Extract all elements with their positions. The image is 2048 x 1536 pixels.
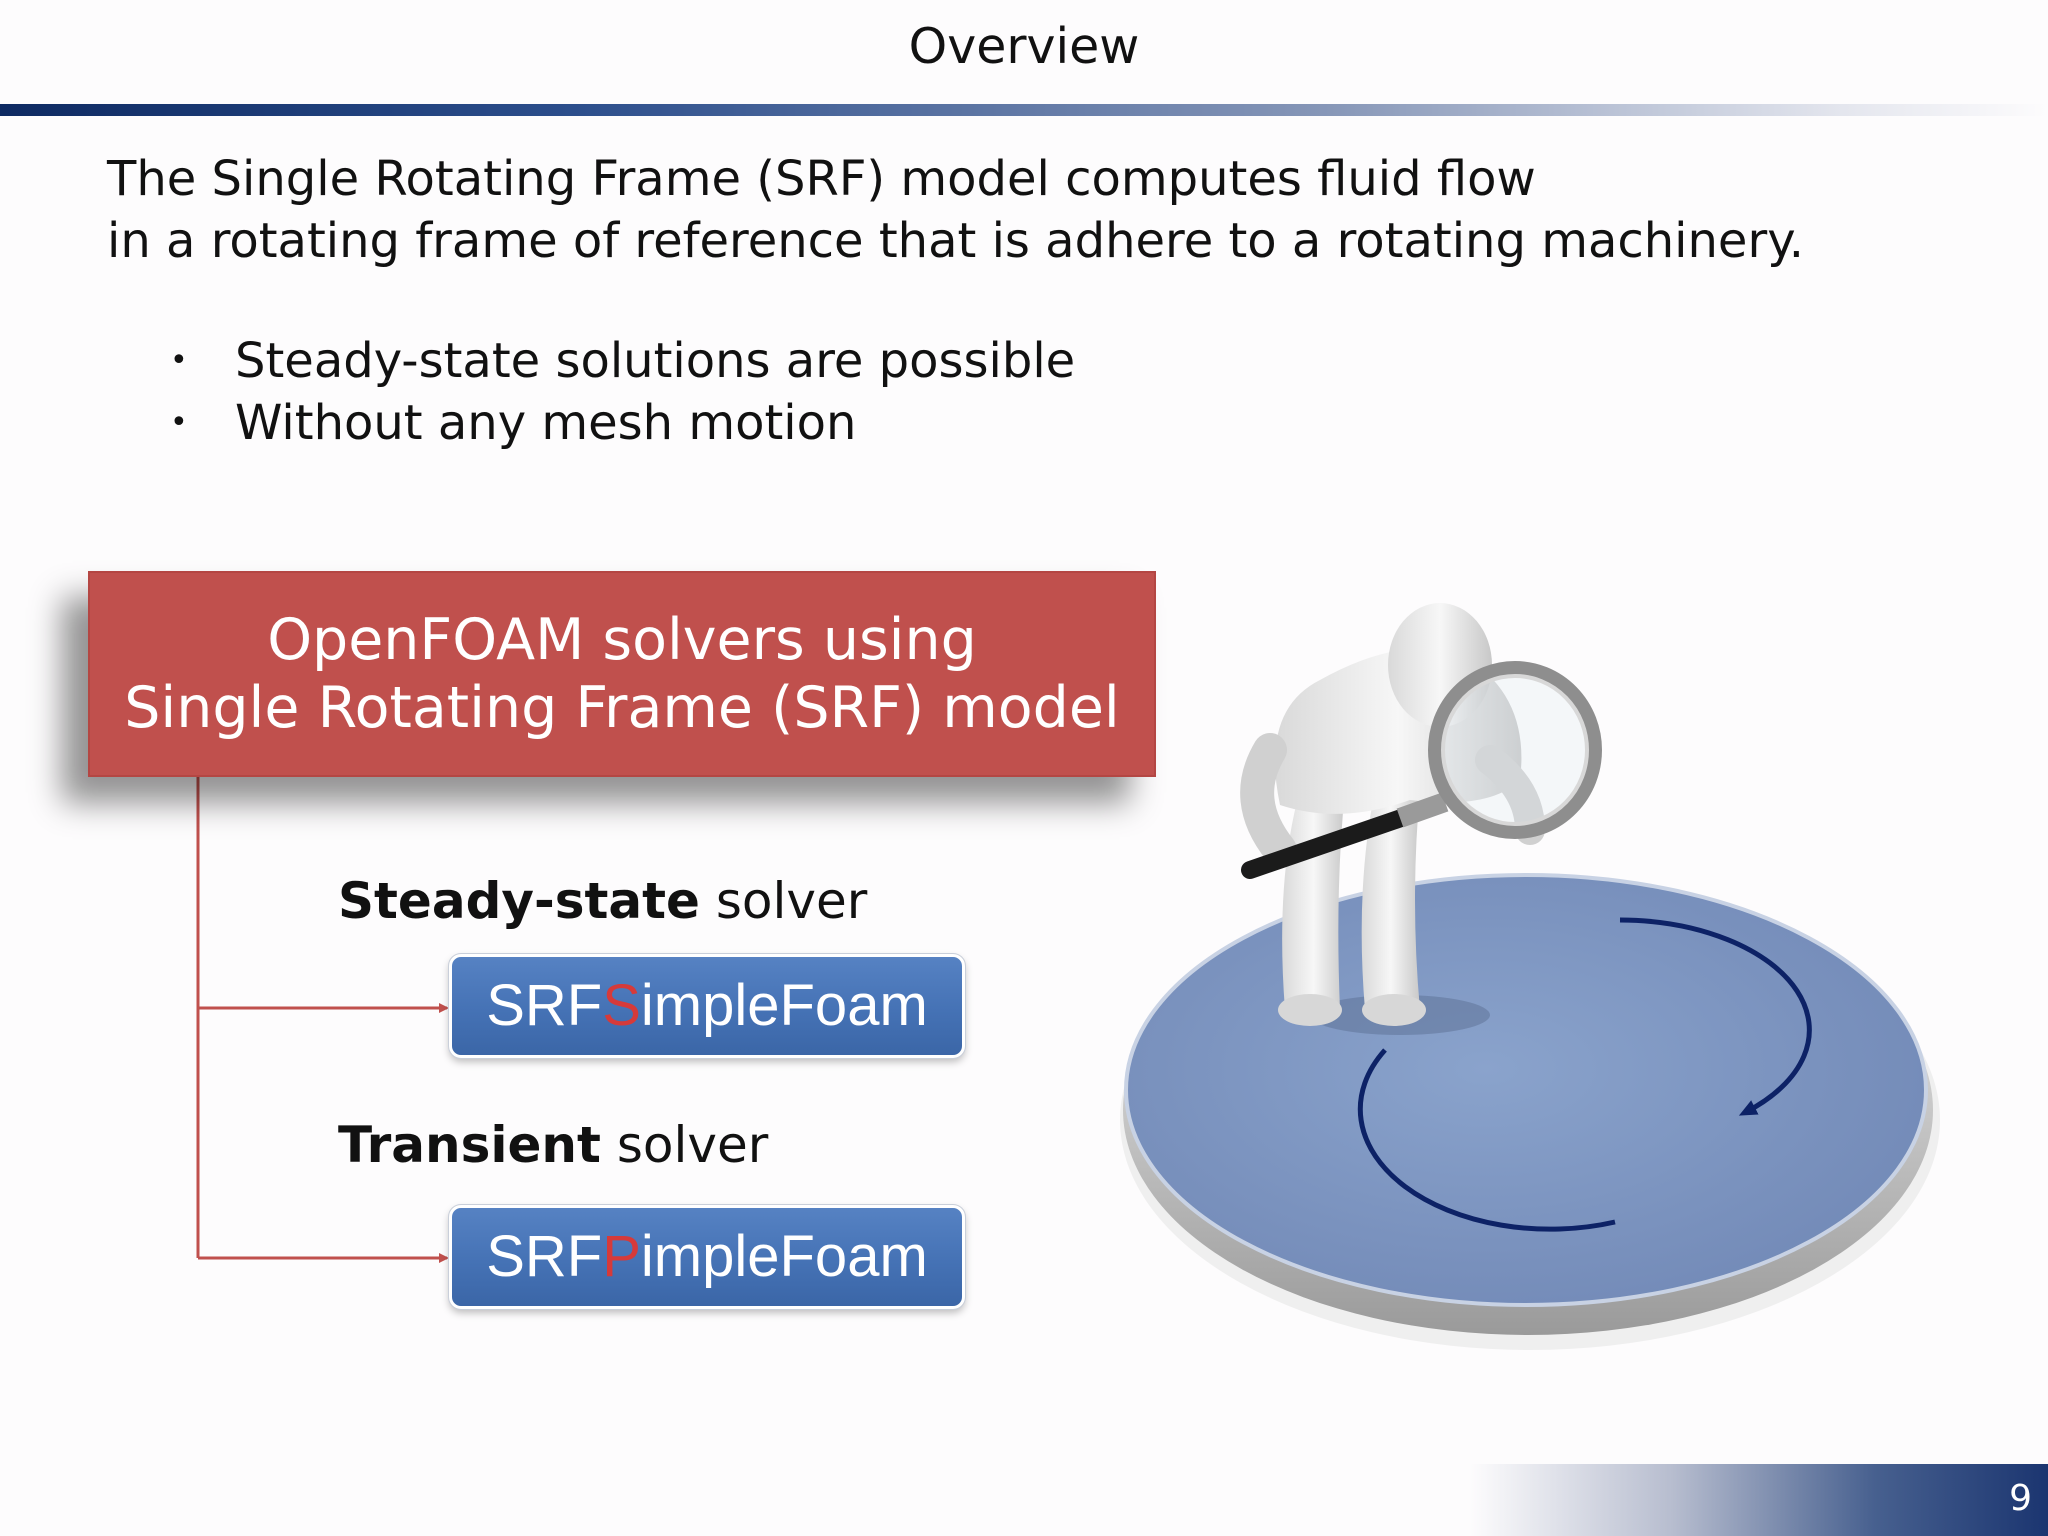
figure-left-leg <box>1282 790 1345 1010</box>
srf-solvers-box: OpenFOAM solvers using Single Rotating F… <box>88 571 1156 777</box>
magnifier-collar <box>1396 792 1449 828</box>
transient-solver-label: Transient solver <box>338 1116 768 1174</box>
bullet-list: • Steady-state solutions are possible • … <box>168 330 1075 454</box>
page-number: 9 <box>2009 1478 2032 1519</box>
srf-box-line-2: Single Rotating Frame (SRF) model <box>124 675 1120 741</box>
transient-label-bold: Transient <box>338 1116 601 1174</box>
srfpimplefoam-button[interactable]: SRFPimpleFoam <box>448 1204 966 1310</box>
transient-label-rest: solver <box>600 1116 769 1174</box>
bullet-item: • Without any mesh motion <box>168 392 1075 454</box>
magnifier-lens <box>1428 661 1602 839</box>
magnifier-handle <box>1241 806 1419 879</box>
steady-solver-suffix: impleFoam <box>640 973 928 1038</box>
steady-label-rest: solver <box>699 872 868 930</box>
bullet-icon: • <box>170 343 188 378</box>
disc-surface <box>1124 873 1928 1307</box>
steady-solver-prefix: SRF <box>486 973 603 1038</box>
figure-left-arm <box>1240 733 1297 867</box>
srf-box-line-1: OpenFOAM solvers using <box>267 607 977 673</box>
title-underline <box>0 104 2048 116</box>
footer-bar <box>1470 1464 2048 1536</box>
magnifier-lens-highlight <box>1441 674 1589 826</box>
srfsimplefoam-button[interactable]: SRFSimpleFoam <box>448 953 966 1059</box>
figure-left-foot <box>1278 994 1342 1026</box>
intro-paragraph: The Single Rotating Frame (SRF) model co… <box>107 148 1804 272</box>
bullet-text: Without any mesh motion <box>235 395 857 451</box>
rotation-arrow-head-segment <box>1619 917 1812 1116</box>
transient-solver-prefix: SRF <box>486 1224 603 1289</box>
steady-solver-label: Steady-state solver <box>338 872 867 930</box>
steady-label-bold: Steady-state <box>338 872 700 930</box>
intro-line-2: in a rotating frame of reference that is… <box>107 213 1805 269</box>
bullet-item: • Steady-state solutions are possible <box>168 330 1075 392</box>
intro-line-1: The Single Rotating Frame (SRF) model co… <box>107 151 1536 207</box>
magnifier-figure-on-rotating-disc-icon <box>1120 603 1940 1350</box>
figure-right-leg <box>1361 790 1420 1010</box>
bullet-icon: • <box>170 405 188 440</box>
figure-right-foot <box>1362 994 1426 1026</box>
transient-solver-highlight: P <box>602 1224 641 1289</box>
rotation-arrow-tail-segment <box>1357 1048 1616 1232</box>
steady-solver-highlight: S <box>602 973 641 1038</box>
bullet-text: Steady-state solutions are possible <box>235 333 1076 389</box>
slide-title: Overview <box>908 18 1140 75</box>
transient-solver-suffix: impleFoam <box>640 1224 928 1289</box>
